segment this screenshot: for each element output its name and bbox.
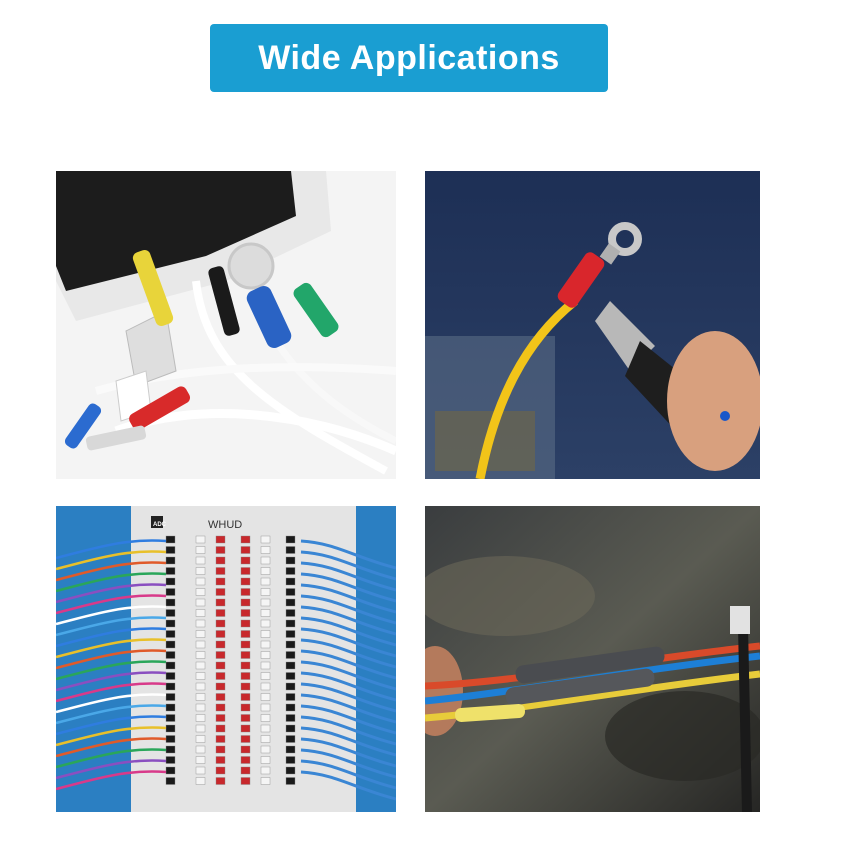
panel-brand-label: ADC: [153, 522, 167, 528]
panel-model-label: WHUD: [208, 519, 242, 531]
wide-applications-banner: Wide Applications: [210, 24, 608, 92]
patch-panel-photo: ADC WHUD: [56, 506, 396, 812]
wire-harness-photo: [425, 506, 760, 812]
ring-terminal-photo: [425, 171, 760, 479]
phone-cables-photo: [56, 171, 396, 479]
banner-title: Wide Applications: [258, 38, 560, 77]
